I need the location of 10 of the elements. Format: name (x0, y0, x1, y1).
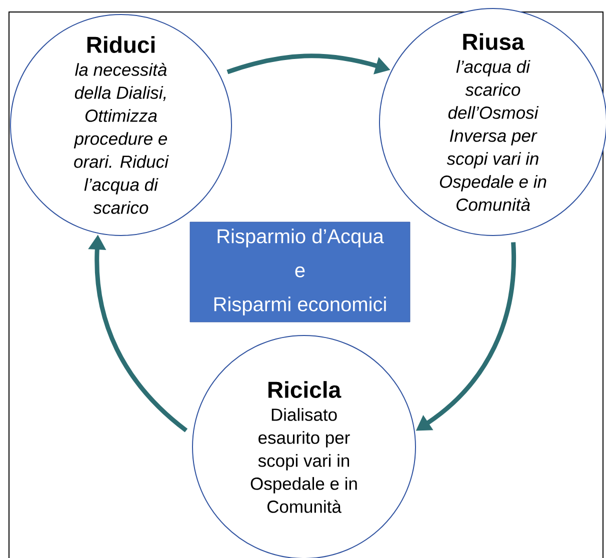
center-box (190, 222, 410, 322)
circle-heading: Riusa (463, 33, 524, 50)
circle-text: l’acqua di scarico dell’Osmosi Inversa per scopi vari in Ospedale e in Comunità (440, 60, 546, 211)
circle-text: la necessità della Dialisi, Ottimizza procedure e orari. Riduci l’acqua di scarico (74, 62, 169, 214)
box-text: Risparmi economici (214, 296, 386, 316)
circle-text: Dialisato esaurito per scopi vari in Ospedale e in Comunità (250, 408, 357, 513)
box-text: e (295, 266, 305, 278)
circle-heading: Ricicla (268, 381, 342, 398)
box-text: Risparmio d’Acqua (218, 228, 384, 248)
circle-heading: Riduci (87, 36, 155, 53)
